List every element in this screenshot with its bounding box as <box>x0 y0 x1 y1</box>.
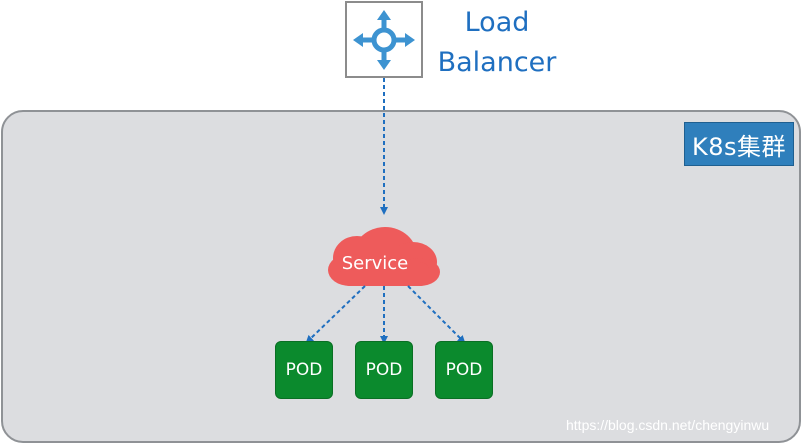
pod-1: POD <box>275 341 333 399</box>
load-balancer-icon <box>353 10 415 70</box>
cluster-badge: K8s集群 <box>684 122 794 166</box>
service-to-pod1-arrow <box>305 285 366 344</box>
service-cloud-shape <box>328 227 440 286</box>
load-balancer-label-line1: Load <box>464 7 530 38</box>
load-balancer-box <box>345 1 423 78</box>
load-balancer-label: Load Balancer <box>432 3 562 83</box>
service-to-pod3-arrow <box>407 285 466 344</box>
pod-3: POD <box>435 341 493 399</box>
pod-2: POD <box>355 341 413 399</box>
watermark: https://blog.csdn.net/chengyinwu <box>566 417 770 433</box>
service-label: Service <box>341 253 409 274</box>
load-balancer-label-line2: Balancer <box>437 47 557 78</box>
